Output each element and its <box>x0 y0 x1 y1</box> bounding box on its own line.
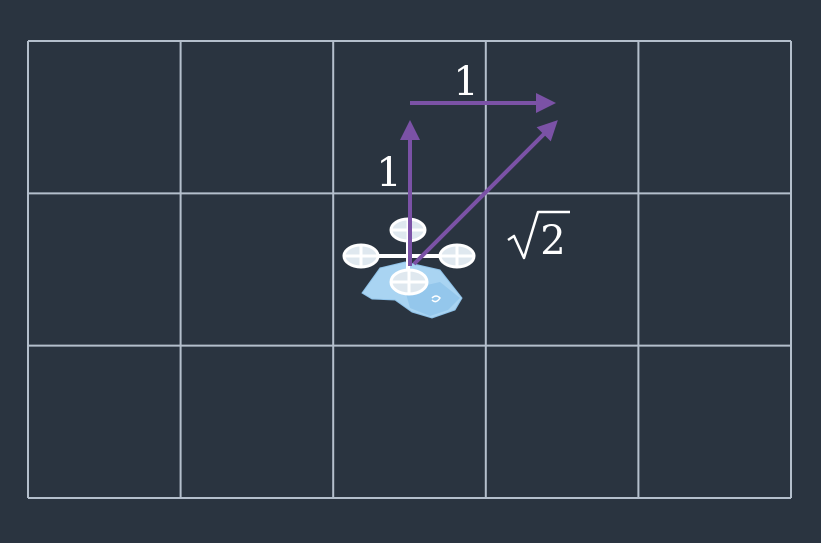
vertical-step-label: 1 <box>376 150 401 196</box>
square-root-sign <box>507 210 570 260</box>
grid <box>27 40 792 499</box>
quadcopter-drone-icon <box>342 217 476 319</box>
diagonal-radicand: 2 <box>540 218 565 264</box>
diagonal-length-label: 2 <box>507 210 570 264</box>
rotor <box>342 243 380 269</box>
diagonal-arrow <box>412 120 558 266</box>
rotor <box>389 268 429 296</box>
drone-logo <box>431 295 441 303</box>
horizontal-step-label: 1 <box>453 59 478 105</box>
rotor <box>438 243 476 269</box>
